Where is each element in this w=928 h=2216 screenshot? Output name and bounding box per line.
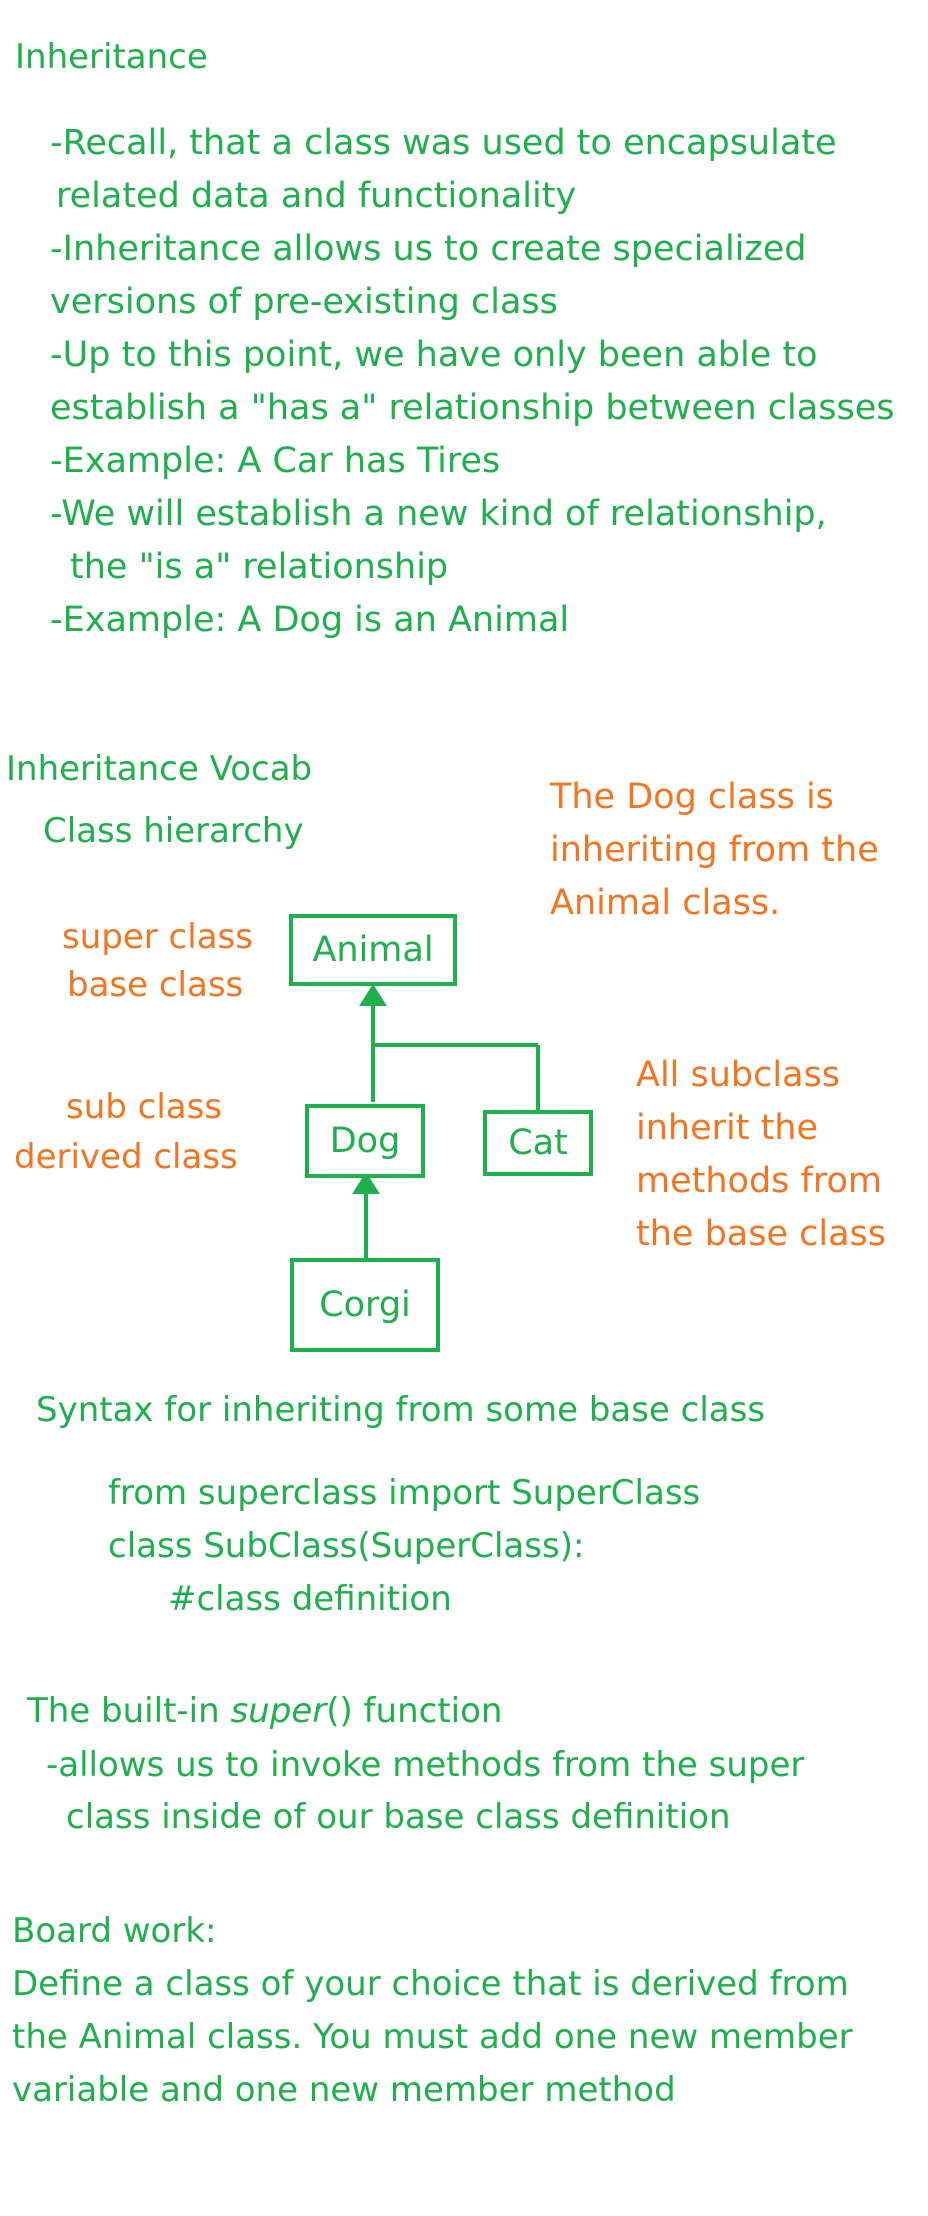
dog-arrowhead [352, 1172, 380, 1194]
board-work-line: variable and one new member method [12, 2070, 676, 2110]
bullet-line: -Recall, that a class was used to encaps… [50, 123, 837, 163]
syntax-title: Syntax for inheriting from some base cla… [36, 1390, 766, 1430]
board-work-line: the Animal class. You must add one new m… [12, 2017, 853, 2057]
note-top-line: The Dog class is [550, 777, 834, 817]
note-top-line: inheriting from the [550, 830, 879, 870]
super-desc-line: class inside of our base class definitio… [66, 1797, 731, 1837]
super-desc-line: -allows us to invoke methods from the su… [46, 1745, 805, 1785]
bullet-line: -We will establish a new kind of relatio… [50, 494, 827, 534]
code-line: #class definition [168, 1579, 452, 1619]
super-title-prefix: The built-in [27, 1691, 231, 1731]
note-right-line: methods from [636, 1161, 882, 1201]
super-function-title: The built-in super() function [27, 1694, 502, 1728]
bullet-line: related data and functionality [56, 176, 577, 216]
code-line: from superclass import SuperClass [108, 1473, 701, 1513]
bullet-line: -Up to this point, we have only been abl… [50, 335, 818, 375]
note-right-line: the base class [636, 1214, 887, 1254]
note-top-line: Animal class. [550, 883, 781, 923]
cat-box: Cat [483, 1110, 593, 1176]
note-right-line: All subclass [636, 1055, 841, 1095]
bullet-line: versions of pre-existing class [50, 282, 558, 322]
board-work-line: Define a class of your choice that is de… [12, 1964, 849, 2004]
corgi-box: Corgi [290, 1258, 440, 1352]
board-work-title: Board work: [12, 1911, 217, 1951]
bullet-line: -Inheritance allows us to create special… [50, 229, 807, 269]
base-class-label: base class [67, 965, 244, 1005]
class-hierarchy-label: Class hierarchy [43, 811, 304, 851]
bullet-line: the "is a" relationship [70, 547, 449, 587]
dog-box: Dog [305, 1104, 425, 1178]
derived-class-label: derived class [14, 1137, 238, 1177]
bullet-line: establish a "has a" relationship between… [50, 388, 895, 428]
section-title-inheritance: Inheritance [15, 37, 208, 77]
code-line: class SubClass(SuperClass): [108, 1526, 585, 1566]
super-title-italic: super [230, 1691, 327, 1731]
sub-class-label: sub class [66, 1087, 223, 1127]
animal-arrowhead [359, 984, 387, 1006]
super-class-label: super class [62, 917, 253, 957]
note-right-line: inherit the [636, 1108, 819, 1148]
bullet-line: -Example: A Car has Tires [50, 441, 501, 481]
super-title-suffix: () function [326, 1691, 503, 1731]
bullet-line: -Example: A Dog is an Animal [50, 600, 570, 640]
animal-box: Animal [289, 914, 457, 986]
section-title-vocab: Inheritance Vocab [6, 749, 313, 789]
